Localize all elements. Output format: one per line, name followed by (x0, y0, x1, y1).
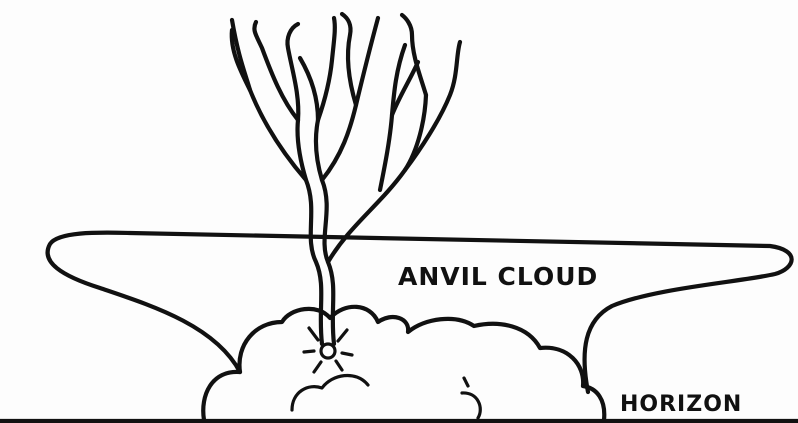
lightning-branches (232, 14, 460, 262)
anvil-cloud-outline (48, 233, 792, 392)
cloud-curl-right (462, 393, 480, 418)
horizon-label: HORIZON (620, 392, 742, 417)
anvil-cloud-label: ANVIL CLOUD (398, 262, 598, 291)
strike-rays (304, 328, 352, 372)
cloud-curl-tick (464, 378, 468, 386)
cumulus-cloud-outline (203, 307, 604, 420)
strike-point-circle (321, 344, 335, 358)
cloud-curl-left (292, 375, 368, 410)
